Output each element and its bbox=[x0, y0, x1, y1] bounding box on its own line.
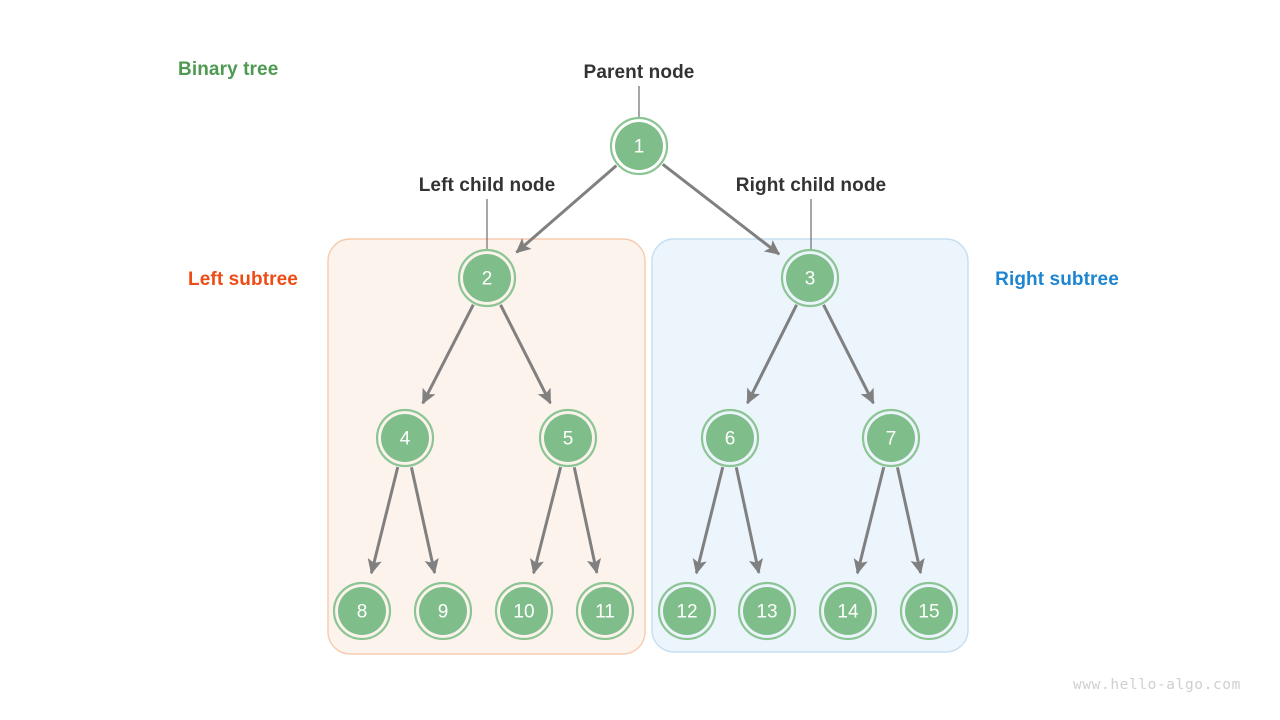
right-subtree-box bbox=[651, 238, 969, 653]
node-4-circle bbox=[381, 414, 429, 462]
node-4-ring bbox=[375, 408, 435, 468]
edge-7-14 bbox=[853, 466, 886, 575]
node-12-label: 12 bbox=[676, 602, 697, 623]
label-left-subtree: Left subtree bbox=[188, 269, 298, 290]
node-10[interactable]: 10 bbox=[494, 581, 554, 641]
edge-6-12 bbox=[692, 466, 725, 575]
edge-1-3 bbox=[661, 163, 781, 256]
node-3-ring bbox=[780, 248, 840, 308]
subtree-regions bbox=[327, 238, 969, 655]
node-6[interactable]: 6 bbox=[700, 408, 760, 468]
edge-5-11 bbox=[572, 467, 601, 575]
node-10-label: 10 bbox=[513, 602, 534, 623]
node-7-ring bbox=[861, 408, 921, 468]
annotation-parent-node: Parent node bbox=[583, 62, 695, 83]
node-14-circle bbox=[824, 587, 872, 635]
node-3-circle bbox=[786, 254, 834, 302]
node-7-circle bbox=[867, 414, 915, 462]
node-1-ring bbox=[609, 116, 669, 176]
node-14-label: 14 bbox=[837, 602, 859, 623]
label-right-subtree: Right subtree bbox=[995, 269, 1119, 290]
edge-2-5 bbox=[499, 304, 552, 405]
node-2[interactable]: 2 bbox=[457, 248, 517, 308]
node-12-circle bbox=[663, 587, 711, 635]
edge-4-9 bbox=[409, 466, 439, 575]
node-15[interactable]: 15 bbox=[899, 581, 959, 641]
node-6-ring bbox=[700, 408, 760, 468]
node-3[interactable]: 3 bbox=[780, 248, 840, 308]
node-11[interactable]: 11 bbox=[575, 581, 635, 641]
node-7[interactable]: 7 bbox=[861, 408, 921, 468]
node-12[interactable]: 12 bbox=[657, 581, 717, 641]
node-3-label: 3 bbox=[805, 269, 816, 290]
node-15-ring bbox=[899, 581, 959, 641]
edge-7-15 bbox=[895, 466, 925, 575]
node-2-ring bbox=[457, 248, 517, 308]
node-1-circle bbox=[615, 122, 663, 170]
node-8-circle bbox=[338, 587, 386, 635]
node-10-ring bbox=[494, 581, 554, 641]
node-2-circle bbox=[463, 254, 511, 302]
edge-3-7 bbox=[822, 304, 875, 405]
node-11-circle bbox=[581, 587, 629, 635]
node-4-label: 4 bbox=[400, 429, 411, 450]
tree-edges bbox=[367, 163, 925, 575]
node-8[interactable]: 8 bbox=[332, 581, 392, 641]
node-13-circle bbox=[743, 587, 791, 635]
node-11-label: 11 bbox=[595, 602, 615, 623]
node-9-circle bbox=[419, 587, 467, 635]
page-title: Binary tree bbox=[178, 59, 279, 80]
node-6-label: 6 bbox=[725, 429, 736, 450]
node-4[interactable]: 4 bbox=[375, 408, 435, 468]
node-15-label: 15 bbox=[918, 602, 939, 623]
node-2-label: 2 bbox=[482, 269, 493, 290]
node-5-ring bbox=[538, 408, 598, 468]
node-1[interactable]: 1 bbox=[609, 116, 669, 176]
node-13[interactable]: 13 bbox=[737, 581, 797, 641]
node-13-label: 13 bbox=[756, 602, 777, 623]
node-14[interactable]: 14 bbox=[818, 581, 878, 641]
node-1-label: 1 bbox=[634, 137, 645, 158]
annotation-leader-lines bbox=[486, 86, 812, 250]
node-11-ring bbox=[575, 581, 635, 641]
edge-5-10 bbox=[530, 466, 563, 575]
node-9[interactable]: 9 bbox=[413, 581, 473, 641]
node-7-label: 7 bbox=[886, 429, 897, 450]
watermark: www.hello-algo.com bbox=[1073, 677, 1241, 693]
node-5-circle bbox=[544, 414, 592, 462]
annotation-right-child-node: Right child node bbox=[735, 175, 887, 196]
edge-3-6 bbox=[746, 304, 798, 405]
node-14-ring bbox=[818, 581, 878, 641]
node-15-circle bbox=[905, 587, 953, 635]
edge-4-8 bbox=[367, 466, 400, 575]
edge-6-13 bbox=[734, 467, 763, 575]
node-5[interactable]: 5 bbox=[538, 408, 598, 468]
node-9-ring bbox=[413, 581, 473, 641]
edge-1-2 bbox=[515, 164, 618, 254]
node-9-label: 9 bbox=[438, 602, 449, 623]
annotation-left-child-node: Left child node bbox=[418, 175, 556, 196]
node-12-ring bbox=[657, 581, 717, 641]
node-6-circle bbox=[706, 414, 754, 462]
edge-2-4 bbox=[421, 304, 475, 405]
node-8-ring bbox=[332, 581, 392, 641]
node-13-ring bbox=[737, 581, 797, 641]
node-10-circle bbox=[500, 587, 548, 635]
node-5-label: 5 bbox=[563, 429, 574, 450]
node-8-label: 8 bbox=[357, 602, 368, 623]
